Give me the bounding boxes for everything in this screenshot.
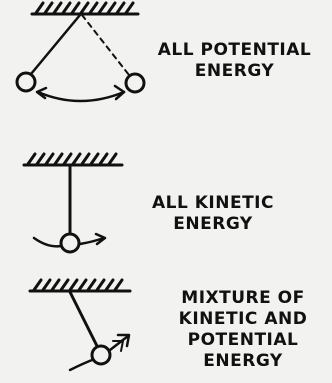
bob-left (17, 73, 35, 91)
ceiling-hatch-top (32, 3, 138, 14)
label-all-potential-energy: ALL POTENTIAL ENERGY (147, 40, 322, 82)
string-dashed-right (82, 15, 129, 75)
label-line: POTENTIAL (158, 330, 328, 351)
string-left (31, 15, 80, 74)
label-line: KINETIC AND (158, 309, 328, 330)
label-line: MIXTURE OF (158, 288, 328, 309)
pendulum-top (17, 3, 144, 101)
motion-arrow-middle (34, 238, 61, 246)
motion-arrow-bottom-tail (70, 360, 92, 370)
bob-bottom (61, 234, 79, 252)
bob-mid-swing (92, 346, 110, 364)
string-diagonal (70, 292, 97, 346)
label-line: ALL POTENTIAL (147, 40, 322, 61)
pendulum-bottom (30, 280, 130, 370)
label-line: ENERGY (147, 61, 322, 82)
ceiling-hatch-bottom (30, 280, 130, 291)
bob-right (126, 74, 144, 92)
swing-arrow (38, 92, 124, 101)
ceiling-hatch-middle (24, 154, 122, 165)
label-all-kinetic-energy: ALL KINETIC ENERGY (128, 193, 298, 235)
pendulum-middle (24, 154, 122, 252)
label-line: ENERGY (158, 351, 328, 372)
label-mixture-energy: MIXTURE OF KINETIC AND POTENTIAL ENERGY (158, 288, 328, 372)
label-line: ALL KINETIC (128, 193, 298, 214)
label-line: ENERGY (128, 214, 298, 235)
motion-arrow-bottom (110, 336, 128, 350)
